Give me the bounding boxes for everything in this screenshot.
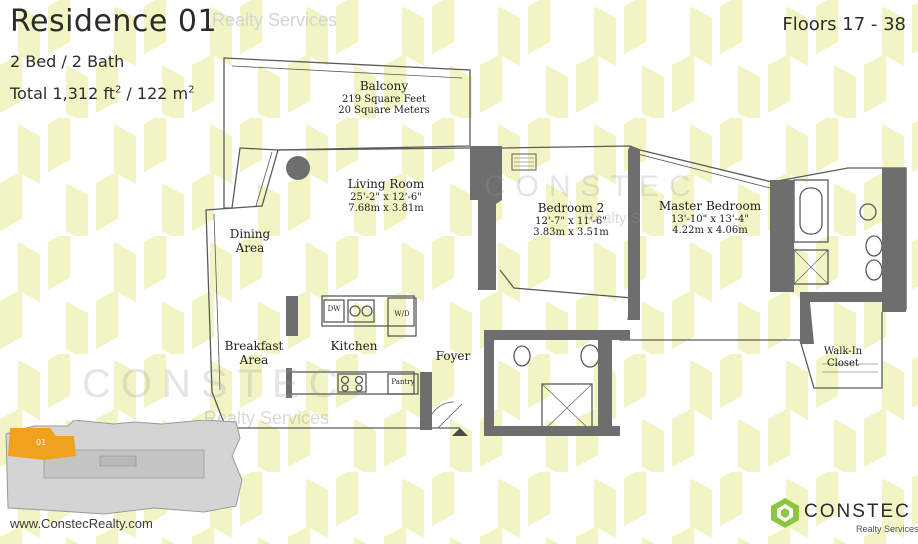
total-area-m: / 122 m [121,84,189,103]
breakfast-area-label: Breakfast Area [222,339,286,368]
master-bedroom-label: Master Bedroom 13'-10" x 13'-4" 4.22m x … [652,199,768,237]
balcony-sqm: 20 Square Meters [338,105,430,117]
dw-label: DW [324,305,344,313]
bedroom-2-name: Bedroom 2 [537,201,605,215]
balcony-name: Balcony [359,79,409,93]
central-core-wall [470,146,502,290]
kitchen-name: Kitchen [330,339,378,353]
walk-in-closet-label: Walk-In Closet [818,346,868,369]
dining-line1: Dining [229,227,271,241]
dishwasher [323,299,345,323]
constec-logo: CONSTEC Realty Services [770,496,918,538]
breakfast-line2: Area [239,352,269,367]
walkin-line2: Closet [827,357,859,369]
pantry [387,373,419,395]
range [337,373,367,393]
bath-wall [770,180,794,292]
kitchen-label: Kitchen [322,339,386,354]
key-plan-unit-label: 01 [36,438,46,447]
logo-tagline: Realty Services [856,524,918,534]
constec-logo-icon [771,498,799,528]
website-link[interactable]: www.ConstecRealty.com [10,516,153,531]
foyer-label: Foyer [430,349,476,364]
bedroom-2-label: Bedroom 2 12'-7" x 11'-6" 3.83m x 3.51m [518,201,624,239]
dining-line2: Area [235,240,265,255]
living-room-name: Living Room [347,177,425,191]
foyer-name: Foyer [435,349,471,363]
ft-superscript: 2 [114,84,122,96]
washer-dryer [387,297,417,337]
floors-range: Floors 17 - 38 [782,14,906,35]
exterior-glass-wall [205,149,279,429]
beds-baths: 2 Bed / 2 Bath [10,52,125,71]
watermark-constec-center: CONSTEC [484,170,701,203]
living-room-ft: 25'-2" x 12'-6" [350,191,422,203]
sink [347,299,375,323]
column-square [484,426,620,436]
watermark-constec-left: CONSTEC [82,362,348,406]
total-area-ft: Total 1,312 ft [10,84,115,103]
bedroom-2-ft: 12'-7" x 11'-6" [535,215,607,227]
entry-arrow-icon [452,428,468,436]
living-room-m: 7.68m x 3.81m [348,203,424,215]
page-title: Residence 01 [10,4,218,39]
logo-name: CONSTEC [804,501,911,522]
master-bedroom-name: Master Bedroom [658,199,762,213]
breakfast-line1: Breakfast [224,339,284,353]
balcony-label: Balcony 219 Square Feet 20 Square Meters [318,79,450,117]
total-area: Total 1,312 ft2 / 122 m2 [10,84,195,103]
dw-text: DW [327,305,341,313]
wd-label: W/D [388,310,416,318]
key-plan-unit-01 [8,428,76,460]
dining-area-label: Dining Area [222,227,278,256]
key-plan: 01 [5,420,243,515]
m-superscript: 2 [188,84,195,96]
kitchen-counter-upper [321,295,415,327]
pantry-label: Pantry [388,378,418,386]
master-bedroom-ft: 13'-10" x 13'-4" [671,213,749,225]
pantry-text: Pantry [391,378,415,386]
bedroom-partition [628,146,640,320]
walkin-line1: Walk-In [823,346,863,357]
bathtub [793,179,829,243]
balcony-sqft: 219 Square Feet [341,93,427,105]
watermark-realty-center: Realty S [584,210,641,227]
wd-text: W/D [394,310,410,318]
round-column [286,156,310,180]
kitchen-island-wall [286,296,298,336]
master-bedroom-m: 4.22m x 4.06m [672,225,748,237]
header-watermark: Realty Services [212,10,338,30]
living-room-label: Living Room 25'-2" x 12'-6" 7.68m x 3.81… [316,177,456,215]
bedroom-2-m: 3.83m x 3.51m [533,227,609,239]
